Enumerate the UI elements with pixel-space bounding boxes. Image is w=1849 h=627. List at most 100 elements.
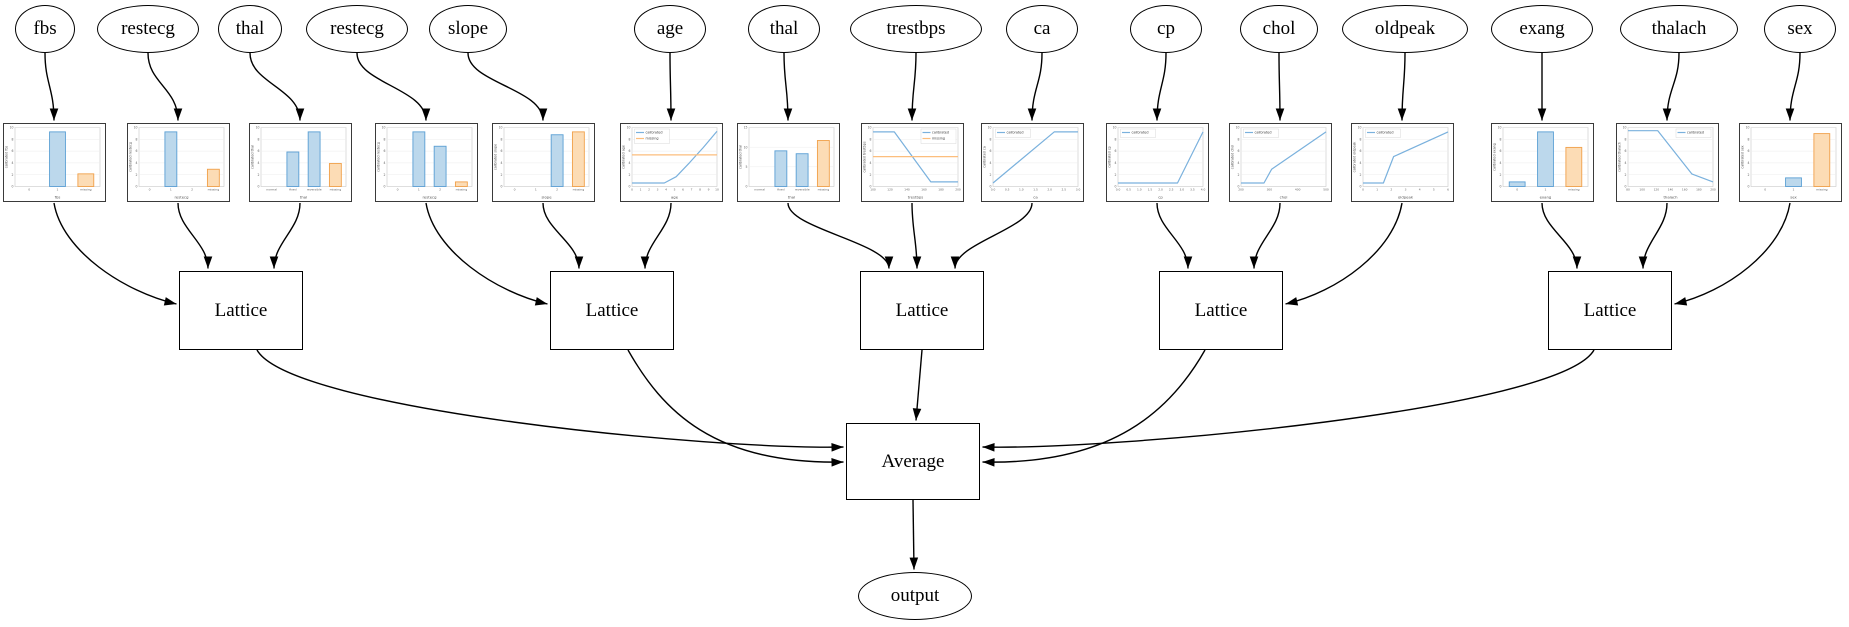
svg-text:8: 8 (11, 137, 13, 141)
svg-text:6: 6 (500, 149, 502, 153)
svg-text:0: 0 (148, 188, 150, 192)
svg-text:reversible: reversible (794, 188, 809, 192)
svg-text:140: 140 (1667, 188, 1673, 192)
edge (249, 52, 301, 121)
svg-text:2: 2 (1747, 173, 1749, 177)
edge (425, 202, 548, 305)
svg-text:4: 4 (1499, 161, 1501, 165)
arrowhead (909, 557, 919, 570)
svg-text:missing: missing (645, 137, 658, 141)
svg-text:4: 4 (869, 161, 871, 165)
svg-text:1.0: 1.0 (1019, 188, 1024, 192)
svg-text:4: 4 (1624, 161, 1626, 165)
svg-text:0: 0 (500, 185, 502, 189)
lattice-node-3: Lattice (860, 271, 984, 350)
svg-text:3.0: 3.0 (1179, 188, 1184, 192)
svg-text:thalach: thalach (1663, 195, 1678, 200)
svg-text:6: 6 (1237, 149, 1239, 153)
svg-text:1: 1 (1544, 188, 1546, 192)
svg-text:calibrated trestbps: calibrated trestbps (862, 141, 866, 172)
lattice-node-2: Lattice (550, 271, 674, 350)
edge (1401, 52, 1406, 121)
input-node-slope-label: slope (447, 18, 489, 39)
svg-text:missing: missing (80, 188, 92, 192)
input-node-age: age (634, 5, 706, 53)
svg-text:6: 6 (1447, 188, 1449, 192)
input-node-thal-label: thal (769, 18, 799, 39)
svg-text:6: 6 (989, 149, 991, 153)
svg-text:4: 4 (628, 161, 630, 165)
svg-text:8: 8 (135, 137, 137, 141)
svg-text:4: 4 (1747, 161, 1749, 165)
arrowhead (1638, 256, 1648, 269)
svg-text:calibrated thalach: calibrated thalach (1617, 142, 1621, 172)
svg-text:3: 3 (1404, 188, 1406, 192)
svg-text:8: 8 (1359, 137, 1361, 141)
svg-text:normal: normal (266, 188, 277, 192)
svg-text:2: 2 (500, 173, 502, 177)
input-node-exang-label: exang (1519, 18, 1565, 39)
svg-text:calibrated fbs: calibrated fbs (4, 145, 8, 168)
svg-text:200: 200 (1238, 188, 1244, 192)
svg-text:calibrated slope: calibrated slope (493, 144, 497, 170)
edge (1156, 202, 1189, 269)
arrowhead (295, 108, 305, 121)
svg-text:2: 2 (1237, 173, 1239, 177)
svg-text:0: 0 (28, 188, 30, 192)
svg-text:120: 120 (887, 188, 893, 192)
svg-text:0: 0 (1114, 185, 1116, 189)
lattice-node-4: Lattice (1159, 271, 1283, 350)
svg-text:0: 0 (1499, 185, 1501, 189)
svg-text:calibrated: calibrated (1376, 131, 1393, 135)
svg-text:2.0: 2.0 (1047, 188, 1052, 192)
svg-text:0: 0 (135, 185, 137, 189)
svg-text:calibrated: calibrated (645, 131, 662, 135)
svg-text:10: 10 (1622, 126, 1626, 130)
svg-text:calibrated restecg: calibrated restecg (376, 142, 380, 172)
svg-text:4: 4 (1359, 161, 1361, 165)
svg-text:2.5: 2.5 (1168, 188, 1173, 192)
input-node-slope: slope (429, 5, 507, 53)
lattice-node-1: Lattice (179, 271, 303, 350)
arrowhead (982, 442, 995, 452)
svg-text:1: 1 (417, 188, 419, 192)
edge (1278, 52, 1281, 121)
edge (177, 202, 209, 269)
arrowhead (1572, 256, 1582, 269)
edge (1666, 52, 1680, 121)
svg-text:6: 6 (1499, 149, 1501, 153)
svg-text:calibrated: calibrated (1006, 131, 1023, 135)
svg-text:1.0: 1.0 (1136, 188, 1141, 192)
svg-text:calibrated thal: calibrated thal (250, 145, 254, 169)
svg-text:missing: missing (455, 188, 467, 192)
input-node-fbs: fbs (15, 5, 75, 53)
svg-text:200: 200 (1710, 188, 1716, 192)
svg-text:10: 10 (255, 126, 259, 130)
svg-text:calibrated: calibrated (932, 131, 949, 135)
svg-text:2: 2 (1390, 188, 1392, 192)
svg-text:2.0: 2.0 (1158, 188, 1163, 192)
svg-text:3.5: 3.5 (1190, 188, 1195, 192)
arrowhead (1027, 108, 1037, 121)
svg-text:8: 8 (1499, 137, 1501, 141)
input-node-oldpeak-label: oldpeak (1374, 18, 1436, 39)
svg-text:8: 8 (1114, 137, 1116, 141)
svg-text:calibrated sex: calibrated sex (1740, 145, 1744, 168)
svg-text:180: 180 (938, 188, 944, 192)
svg-text:2: 2 (1499, 173, 1501, 177)
svg-text:restecg: restecg (174, 195, 189, 200)
arrowhead (982, 457, 995, 467)
svg-text:80: 80 (1626, 188, 1630, 192)
arrowhead (1152, 108, 1162, 121)
edge (44, 52, 55, 121)
